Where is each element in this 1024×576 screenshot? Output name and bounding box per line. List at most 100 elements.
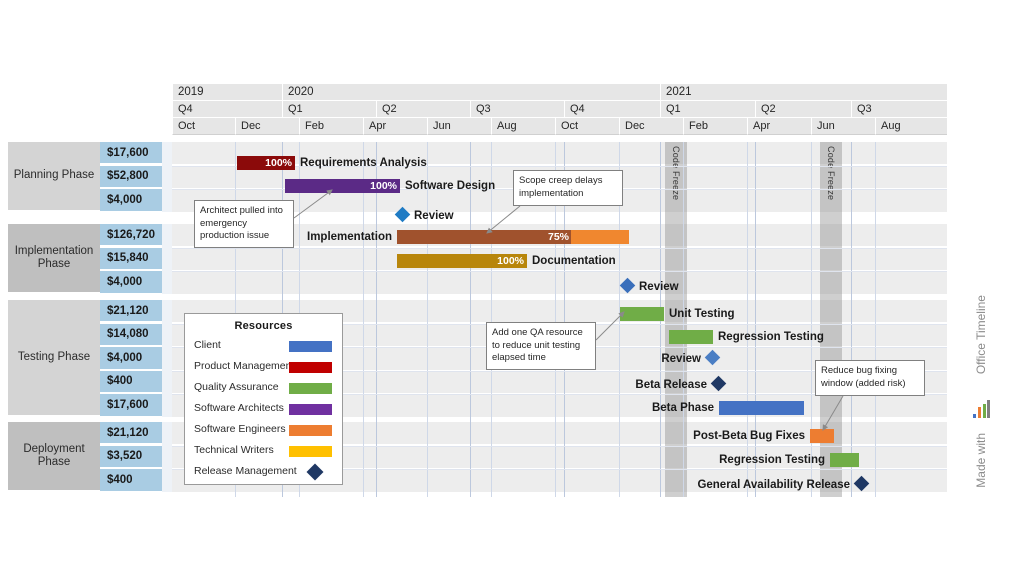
timeline-month-cell: Feb	[683, 118, 747, 135]
legend-item-label: Software Engineers	[194, 423, 286, 435]
timeline-month-cell: Jun	[811, 118, 875, 135]
task-bar-progress	[397, 230, 571, 244]
code-freeze-label: Code Freeze	[826, 146, 836, 201]
task-label: Regression Testing	[718, 331, 824, 343]
task-label: Implementation	[307, 231, 392, 243]
callout-box[interactable]: Add one QA resource to reduce unit testi…	[486, 322, 596, 370]
legend-item[interactable]: Technical Writers	[185, 441, 342, 462]
phase-cost-cell: $15,840	[100, 247, 162, 270]
grid-line-vertical	[747, 142, 748, 497]
timeline-quarter-cell: Q2	[755, 101, 851, 118]
callout-box[interactable]: Scope creep delays implementation	[513, 170, 623, 206]
legend-item-label: Software Architects	[194, 402, 284, 414]
legend-title: Resources	[234, 320, 293, 332]
legend-item-label: Technical Writers	[194, 444, 274, 456]
timeline-month-cell: Dec	[619, 118, 683, 135]
legend-diamond-swatch	[306, 463, 324, 481]
task-bar[interactable]: 75%	[397, 230, 629, 244]
grid-line-quarter	[851, 142, 852, 497]
phase-cost-cell: $3,520	[100, 445, 162, 468]
timeline-quarter-cell: Q4	[564, 101, 660, 118]
task-progress-label: 100%	[497, 255, 524, 267]
phase-cost-cell: $21,120	[100, 422, 162, 445]
timeline-year-cell: 2020	[282, 84, 660, 101]
milestone-label: Review	[414, 210, 454, 222]
legend-item-label: Quality Assurance	[194, 381, 279, 393]
legend-item-label: Release Management	[194, 465, 297, 477]
grid-line-vertical	[811, 142, 812, 497]
timeline-month-cell: Dec	[235, 118, 299, 135]
task-bar[interactable]	[719, 401, 804, 415]
plot-row	[172, 271, 947, 294]
timeline-month-cell: Oct	[555, 118, 619, 135]
timeline-year-cell: 2019	[172, 84, 282, 101]
callout-box[interactable]: Architect pulled into emergency producti…	[194, 200, 294, 248]
logo-bar	[983, 404, 986, 418]
plot-row	[172, 445, 947, 468]
callout-box[interactable]: Reduce bug fixing window (added risk)	[815, 360, 925, 396]
task-bar[interactable]	[669, 330, 713, 344]
milestone-label: Beta Release	[635, 379, 707, 391]
timeline-quarter-cell: Q3	[470, 101, 564, 118]
phase-cost-cell: $400	[100, 370, 162, 394]
task-label: Software Design	[405, 180, 496, 192]
milestone-label: Review	[639, 281, 679, 293]
task-bar[interactable]	[810, 429, 834, 443]
phase-cost-strip	[162, 422, 172, 492]
task-bar[interactable]: 100%	[285, 179, 400, 193]
legend-color-swatch	[289, 425, 332, 436]
legend-color-swatch	[289, 383, 332, 394]
phase-name-cell: Deployment Phase	[8, 422, 100, 492]
timeline-month-cell: Aug	[491, 118, 555, 135]
timeline-quarter-cell: Q1	[282, 101, 376, 118]
phase-cost-cell: $17,600	[100, 142, 162, 165]
legend-item[interactable]: Product Management	[185, 357, 342, 378]
phase-cost-cell: $4,000	[100, 189, 162, 212]
grid-line-vertical	[555, 142, 556, 497]
logo-bar	[973, 414, 976, 418]
legend-item[interactable]: Software Engineers	[185, 420, 342, 441]
phase-cost-cell: $400	[100, 469, 162, 492]
milestone-label: General Availability Release	[697, 479, 850, 491]
task-bar[interactable]: 100%	[237, 156, 295, 170]
timeline-quarter-cell: Q4	[172, 101, 282, 118]
plot-row	[172, 300, 947, 323]
task-bar[interactable]: 100%	[397, 254, 527, 268]
phase-name-cell: Testing Phase	[8, 300, 100, 417]
phase-cost-cell: $4,000	[100, 347, 162, 370]
legend-item[interactable]: Release Management	[185, 462, 342, 483]
grid-line-horizontal	[172, 370, 947, 372]
timeline-quarter-cell: Q1	[660, 101, 755, 118]
legend-item[interactable]: Client	[185, 336, 342, 357]
timeline-quarter-cell: Q3	[851, 101, 947, 118]
grid-line-quarter	[376, 142, 377, 497]
watermark-brand: Office Timeline	[974, 295, 988, 375]
legend-item[interactable]: Software Architects	[185, 399, 342, 420]
task-label: Documentation	[532, 255, 616, 267]
grid-line-horizontal	[172, 394, 947, 396]
legend-item[interactable]: Quality Assurance	[185, 378, 342, 399]
legend-item-label: Product Management	[194, 360, 295, 372]
phase-cost-cell: $126,720	[100, 224, 162, 247]
logo-bar	[978, 407, 981, 418]
phase-cost-strip	[162, 142, 172, 212]
phase-cost-strip	[162, 300, 172, 417]
phase-cost-cell: $17,600	[100, 394, 162, 417]
phase-name-cell: Implementation Phase	[8, 224, 100, 294]
task-bar[interactable]	[620, 307, 664, 321]
grid-line-horizontal	[172, 445, 947, 447]
plot-row	[172, 469, 947, 492]
phase-cost-cell: $21,120	[100, 300, 162, 323]
plot-row	[172, 370, 947, 394]
grid-line-vertical	[427, 142, 428, 497]
grid-line-horizontal	[172, 247, 947, 249]
task-label: Post-Beta Bug Fixes	[693, 430, 805, 442]
grid-line-horizontal	[172, 165, 947, 167]
timeline-quarter-cell: Q2	[376, 101, 470, 118]
timeline-month-cell: Jun	[427, 118, 491, 135]
task-bar[interactable]	[830, 453, 859, 467]
timeline-month-cell: Apr	[747, 118, 811, 135]
